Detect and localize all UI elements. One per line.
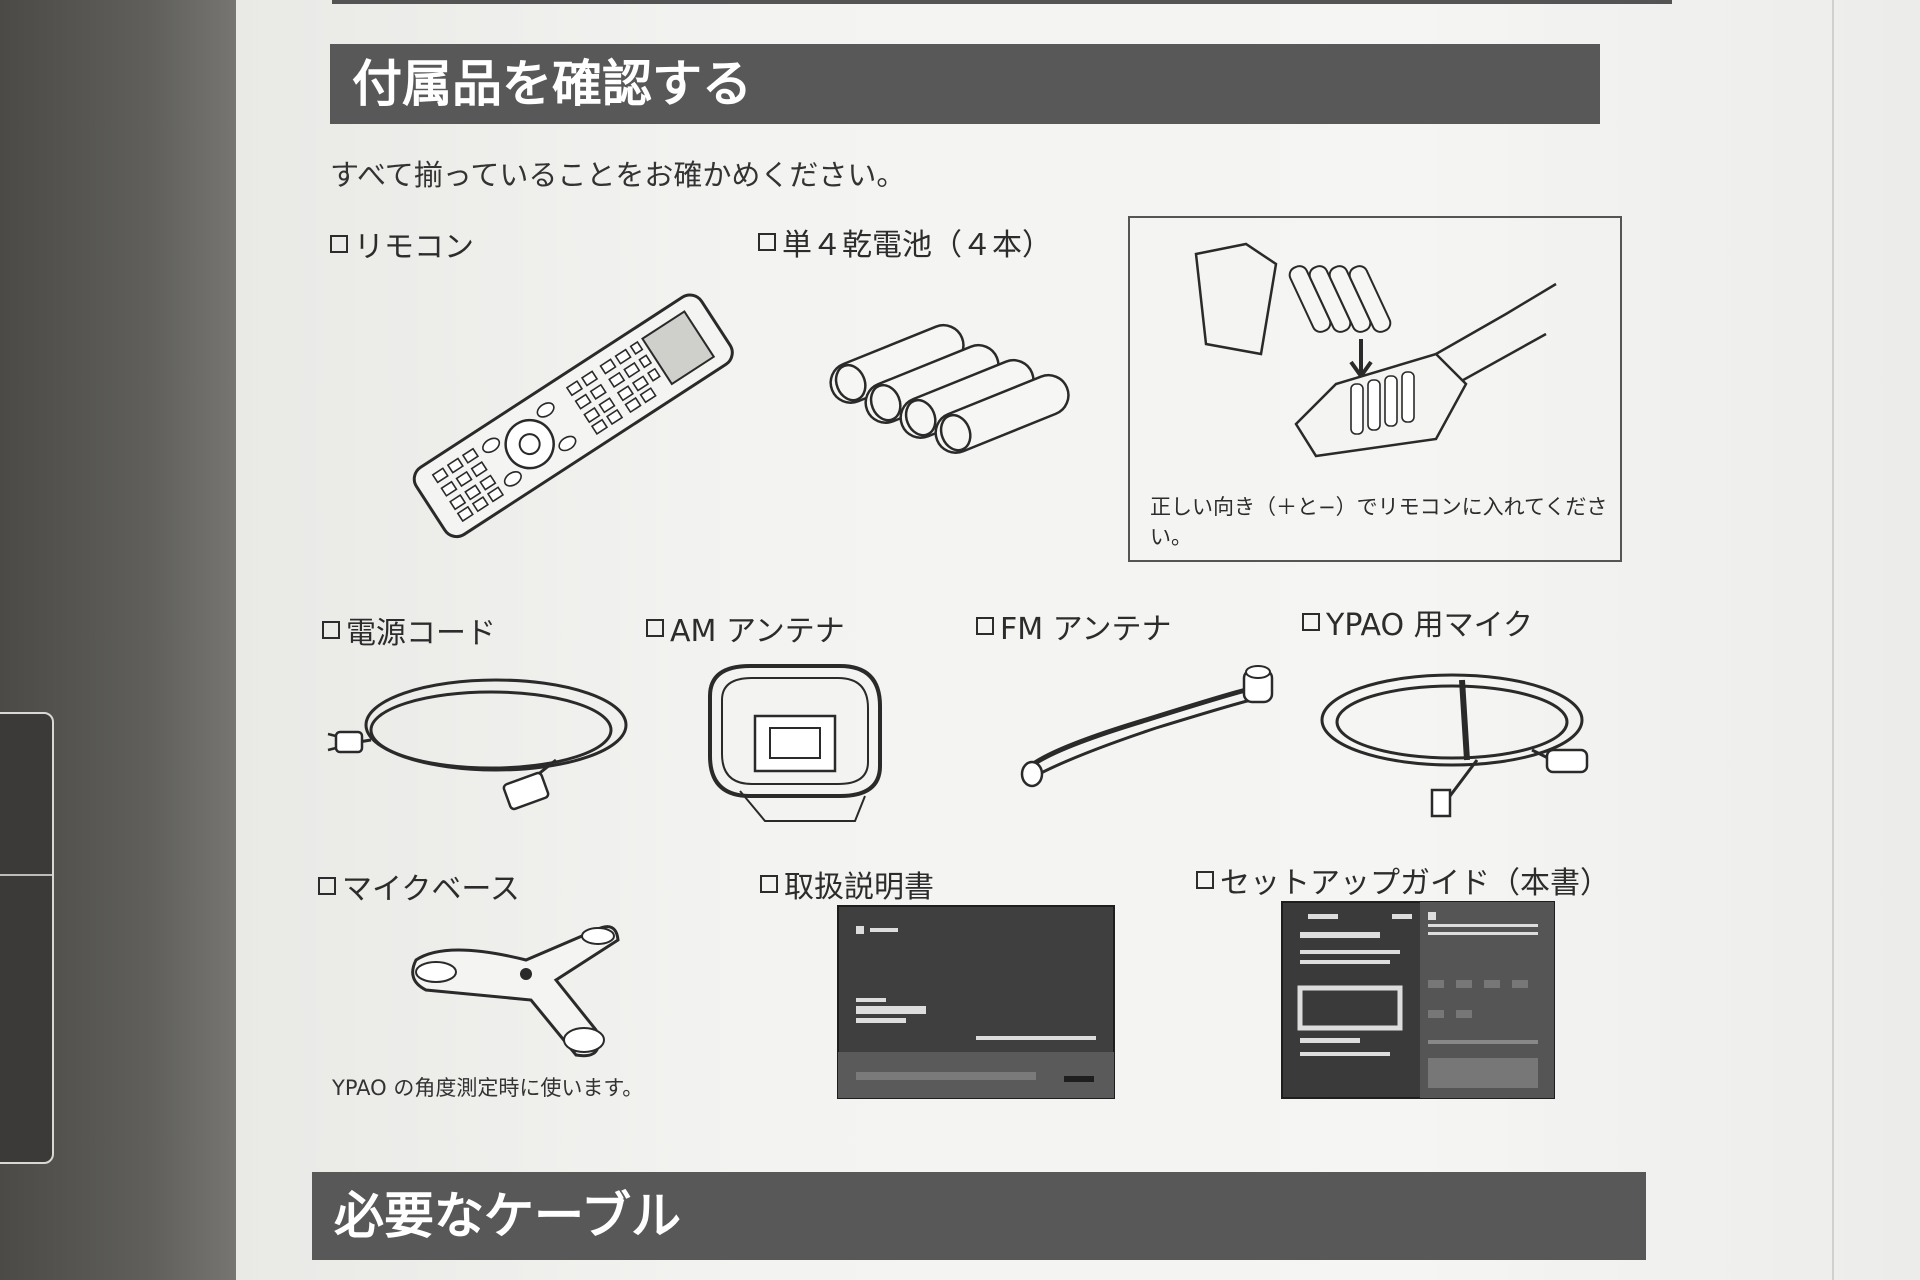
label-ypao-mic: YPAO 用マイク bbox=[1302, 600, 1533, 644]
battery-instruction-box bbox=[1128, 216, 1622, 562]
mic-base-icon bbox=[411, 925, 620, 1058]
checkbox bbox=[976, 617, 994, 635]
manual-page: 付属品を確認する すべて揃っていることをお確かめください。 リモコン 単４乾電池… bbox=[236, 0, 1920, 1280]
top-strip bbox=[332, 0, 1672, 4]
remote-control-icon bbox=[412, 293, 734, 539]
label-batteries: 単４乾電池（４本） bbox=[758, 220, 1052, 264]
checkbox bbox=[318, 877, 336, 895]
cover-panel bbox=[0, 712, 54, 1164]
label-remote: リモコン bbox=[330, 222, 474, 266]
section-heading-cables: 必要なケーブル bbox=[312, 1172, 1646, 1260]
label-setup-guide: セットアップガイド（本書） bbox=[1196, 858, 1610, 902]
section-heading-accessories: 付属品を確認する bbox=[330, 44, 1600, 124]
checkbox bbox=[646, 619, 664, 637]
am-antenna-icon bbox=[708, 664, 882, 822]
ypao-mic-icon bbox=[1320, 673, 1589, 818]
booklet-cover bbox=[0, 0, 250, 1280]
power-cord-icon bbox=[327, 678, 628, 811]
fm-antenna-icon bbox=[1020, 665, 1274, 788]
label-power-cord: 電源コード bbox=[322, 608, 496, 652]
checkbox bbox=[330, 235, 348, 253]
battery-instruction-text: 正しい向き（＋と−）でリモコンに入れてください。 bbox=[1150, 495, 1608, 549]
label-am-antenna: AM アンテナ bbox=[646, 606, 845, 650]
label-fm-antenna: FM アンテナ bbox=[976, 604, 1171, 648]
label-mic-base: マイクベース bbox=[318, 864, 520, 908]
checkbox bbox=[758, 233, 776, 251]
batteries-icon bbox=[829, 323, 1070, 454]
intro-text: すべて揃っていることをお確かめください。 bbox=[330, 158, 906, 192]
setup-guide-icon bbox=[1281, 901, 1555, 1099]
checkbox bbox=[1196, 871, 1214, 889]
page-edge bbox=[1832, 0, 1834, 1280]
checkbox bbox=[1302, 613, 1320, 631]
owners-manual-icon bbox=[837, 905, 1115, 1099]
mic-base-caption: YPAO の角度測定時に使います。 bbox=[332, 1076, 644, 1100]
label-owners-manual: 取扱説明書 bbox=[760, 862, 934, 906]
checkbox bbox=[322, 621, 340, 639]
battery-insertion-icon bbox=[1194, 242, 1557, 458]
checkbox bbox=[760, 875, 778, 893]
